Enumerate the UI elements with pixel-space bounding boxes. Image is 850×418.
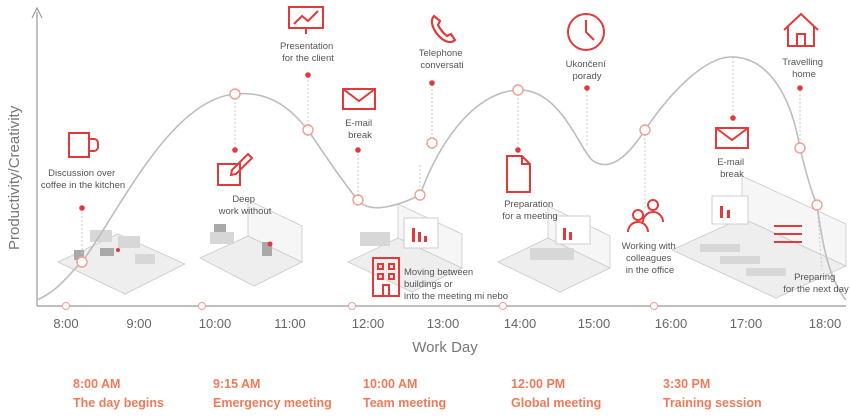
event-time: 10:00 AM [363,377,417,391]
annotation-coffee: Discussion over coffee in the kitchen [41,168,125,191]
illustration-deep-work [199,199,303,287]
envelope-icon [715,127,749,149]
x-tick-label: 11:00 [274,316,306,331]
annotation-presentation: Presentation for the client [280,41,336,64]
x-tick-label: 14:00 [504,316,537,331]
annotation-preparation: Preparation for a meeting [502,199,557,222]
event-marker [499,302,507,310]
event-time: 9:15 AM [213,377,260,391]
connectors [81,57,823,271]
curve-marker [229,88,241,100]
presentation-board-icon [288,6,324,34]
people-icon [627,199,664,233]
curve-marker [76,256,88,268]
illustration-global-meeting [497,205,611,293]
x-tick-label: 15:00 [578,316,611,331]
curve-marker [794,142,806,154]
curve-marker [639,124,651,136]
building-icon [372,257,400,297]
y-axis-label: Productivity/Creativity [6,105,23,250]
illustration-meeting-room [347,203,463,293]
event-name: Global meeting [511,396,601,410]
curve-marker [811,199,823,211]
event-marker [62,302,70,310]
annotation-email-break: E-mail break [345,118,375,141]
event-time: 12:00 PM [511,377,565,391]
coffee-cup-icon [68,132,99,158]
curve-marker [426,137,438,149]
house-icon [783,12,819,47]
y-axis-arrow-icon [31,6,43,19]
annotation-moving: Moving between buildings or into the mee… [404,267,508,302]
event-name: Emergency meeting [213,396,332,410]
curve-marker [512,84,524,96]
annotation-ukonceni: Ukončení porady [566,59,609,82]
event-name: Training session [663,396,762,410]
telephone-icon [430,14,457,44]
annotation-travelling: Travelling home [782,57,825,80]
annotation-deep-work: Deep work without [218,194,272,217]
event-time: 8:00 AM [73,377,120,391]
curve-marker [352,194,364,206]
bars-icon [774,225,802,243]
curve-marker [302,124,314,136]
event-marker [650,302,658,310]
illustration-kitchen [57,230,186,295]
illustration-open-office [671,175,847,299]
annotation-colleagues: Working with colleagues in the office [622,241,679,276]
red-dots [79,72,803,211]
x-axis-label: Work Day [412,339,478,356]
annotation-telephone: Telephone conversati [419,48,466,71]
event-name: Team meeting [363,396,446,410]
x-tick-label: 10:00 [199,316,232,331]
x-tick-label: 16:00 [655,316,688,331]
event-marker [348,302,356,310]
annotation-email-break: E-mail break [717,157,747,180]
x-tick-label: 8:00 [53,316,78,331]
x-tick-label: 17:00 [730,316,763,331]
event-name: The day begins [73,396,164,410]
x-tick-label: 13:00 [427,316,460,331]
event-time: 3:30 PM [663,377,710,391]
x-tick-label: 18:00 [809,316,842,331]
annotation-preparing: Preparing for the next day [783,272,849,295]
edit-icon [217,152,254,186]
curve-marker [414,189,426,201]
x-tick-label: 9:00 [126,316,151,331]
document-icon [506,155,531,193]
clock-icon [567,13,605,51]
event-list: 8:00 AM The day begins 9:15 AM Emergency… [73,377,762,410]
envelope-icon [342,88,376,110]
event-marker [198,302,206,310]
x-tick-label: 12:00 [352,316,385,331]
